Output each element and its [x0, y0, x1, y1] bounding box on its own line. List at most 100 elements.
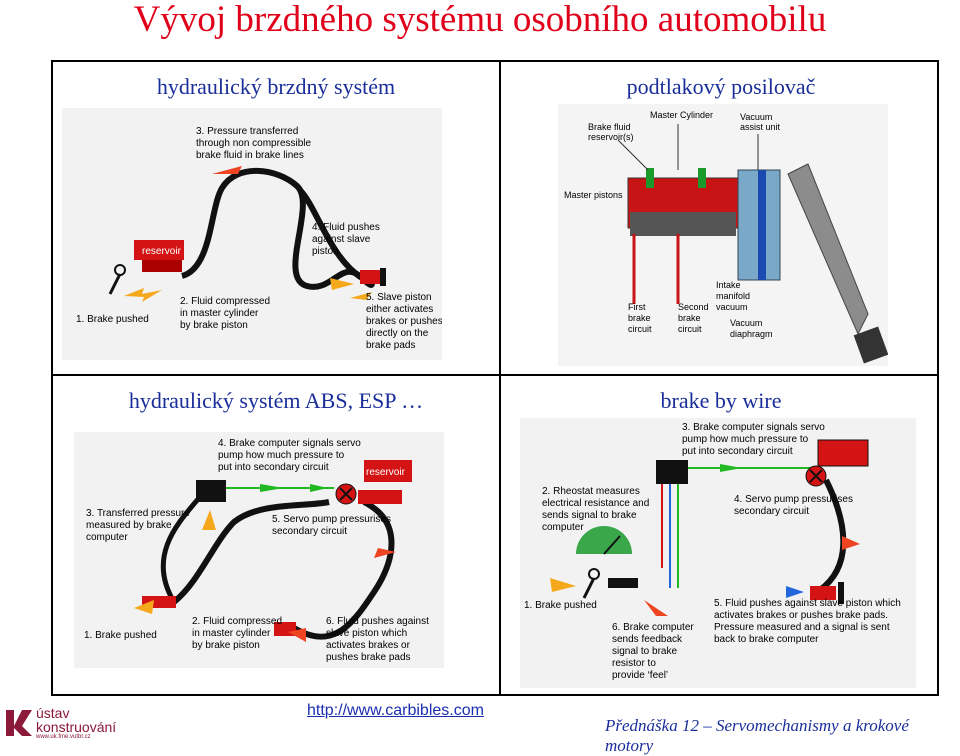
q1-slave-cylinder — [360, 270, 382, 284]
q3-servo-pump-cross — [339, 487, 353, 501]
q1-title: hydraulický brzdný systém — [156, 74, 396, 99]
institute-logo-icon — [6, 710, 32, 736]
q1-label-4c: piston — [312, 246, 339, 257]
q3-label-4c: put into secondary circuit — [218, 462, 329, 473]
q1-background — [62, 108, 442, 360]
logo-text-line1: ústav — [36, 705, 70, 721]
q4-brake-computer — [656, 460, 688, 484]
q3-label-5a: 5. Servo pump pressurises — [272, 514, 391, 525]
q3-label-3a: 3. Transferred pressure — [86, 508, 190, 519]
q4-brake-pad — [838, 582, 844, 604]
q1-label-1: 1. Brake pushed — [76, 314, 149, 325]
q4-arrow-signal — [720, 464, 742, 472]
q3-label-4a: 4. Brake computer signals servo — [218, 438, 361, 449]
q4-label-4b: secondary circuit — [734, 506, 809, 517]
q1-label-5b: either activates — [366, 304, 433, 315]
q4-label-6c: signal to brake — [612, 646, 677, 657]
q2-label-master: Master Cylinder — [650, 110, 713, 120]
q4-label-5b: activates brakes or pushes brake pads. — [714, 610, 888, 621]
q2-title: podtlakový posilovač — [626, 74, 816, 99]
q3-label-6a: 6. Fluid pushes against — [326, 616, 429, 627]
q4-reservoir — [817, 439, 869, 467]
page-title: Vývoj brzdného systému osobního automobi… — [133, 0, 827, 40]
q4-label-3b: pump how much pressure to — [682, 434, 809, 445]
q1-label-2b: in master cylinder — [180, 308, 259, 319]
q4-label-2a: 2. Rheostat measures — [542, 486, 640, 497]
q1-brake-pad — [380, 268, 386, 286]
q4-label-4a: 4. Servo pump pressurises — [734, 494, 853, 505]
logo-url: www.uk.fme.vutbr.cz — [36, 734, 91, 740]
q2-pedal-pad — [853, 326, 888, 364]
q4-label-5c: Pressure measured and a signal is sent — [714, 622, 890, 633]
q4-label-6d: resistor to — [612, 658, 656, 669]
q4-label-3c: put into secondary circuit — [682, 446, 793, 457]
q1-master-cylinder — [142, 260, 182, 272]
q2-diaphragm — [758, 170, 766, 280]
q2-label-reservoir-a: Brake fluid — [588, 122, 631, 132]
q2-label-first-c: circuit — [628, 324, 652, 334]
q4-arrow-push — [550, 578, 576, 592]
source-link[interactable]: http://www.carbibles.com — [307, 702, 484, 719]
q3-label-1: 1. Brake pushed — [84, 630, 157, 641]
q3-arrow-slave — [288, 628, 306, 642]
q2-reservoir-1 — [646, 168, 654, 188]
q3-arrow-signal-1 — [260, 484, 284, 492]
q1-label-3c: brake fluid in brake lines — [196, 150, 304, 161]
q4-slave-cylinder — [810, 586, 836, 600]
q1-arrow-push — [124, 288, 162, 302]
q3-diagram: reservoir 1. Brake pushed 2. Fluid compr… — [74, 432, 444, 668]
q4-arrow-fluid — [842, 536, 860, 550]
q2-label-intake-b: manifold — [716, 291, 750, 301]
q3-label-3b: measured by brake — [86, 520, 172, 531]
q3-label-3c: computer — [86, 532, 128, 543]
q3-label-5b: secondary circuit — [272, 526, 347, 537]
q1-diagram: reservoir 1. Brake pushed 2. Fluid compr… — [62, 108, 442, 360]
q4-label-2b: electrical resistance and — [542, 498, 649, 509]
q3-pump-body — [358, 490, 402, 504]
q4-diagram: 1. Brake pushed 2. Rheostat measures ele… — [520, 418, 916, 688]
q1-reservoir-label: reservoir — [142, 246, 182, 257]
q3-arrow-pump — [374, 548, 396, 558]
q1-reservoir — [134, 240, 184, 260]
q3-arrow-measure — [202, 510, 216, 530]
q4-label-6b: sends feedback — [612, 634, 683, 645]
course-footer: Přednáška 12 – Servomechanismy a krokové… — [605, 716, 909, 755]
q3-label-6d: pushes brake pads — [326, 652, 411, 663]
q1-label-5c: brakes or pushes — [366, 316, 442, 327]
q2-reservoir-2 — [698, 168, 706, 188]
q1-label-4a: 4. Fluid pushes — [312, 222, 380, 233]
q2-label-intake-a: Intake — [716, 280, 741, 290]
q1-label-5e: brake pads — [366, 340, 415, 351]
q1-label-4b: against slave — [312, 234, 371, 245]
q4-label-5d: back to brake computer — [714, 634, 819, 645]
q4-arrow-feedback — [644, 600, 668, 616]
q1-label-3a: 3. Pressure transferred — [196, 126, 298, 137]
q4-servo-pump-cross — [809, 469, 823, 483]
q3-label-6c: activates brakes or — [326, 640, 411, 651]
q3-label-2c: by brake piston — [192, 640, 260, 651]
q1-label-5a: 5. Slave piston — [366, 292, 432, 303]
q2-label-second-c: circuit — [678, 324, 702, 334]
q4-label-1: 1. Brake pushed — [524, 600, 597, 611]
q1-label-2a: 2. Fluid compressed — [180, 296, 270, 307]
grid-divider-vertical — [499, 62, 501, 694]
q2-label-first-b: brake — [628, 313, 651, 323]
diagram-grid: hydraulický brzdný systém podtlakový pos… — [51, 60, 939, 696]
q1-arrow-transfer — [212, 166, 242, 174]
q2-label-second-b: brake — [678, 313, 701, 323]
q4-label-2c: sends signal to brake — [542, 510, 637, 521]
q3-reservoir-label: reservoir — [366, 467, 406, 478]
q4-title: brake by wire — [660, 388, 782, 413]
q4-label-5a: 5. Fluid pushes against slave piston whi… — [714, 598, 901, 609]
q2-label-reservoir-b: reservoir(s) — [588, 132, 634, 142]
q1-pedal-arm — [108, 273, 122, 295]
q2-label-vacuum-b: assist unit — [740, 122, 781, 132]
q2-pointer-reservoir — [617, 139, 649, 171]
q3-title: hydraulický systém ABS, ESP … — [128, 388, 424, 413]
q4-arrow-return — [786, 586, 804, 598]
q1-brake-line-loop — [297, 187, 364, 281]
q3-arrow-signal-2 — [310, 484, 328, 492]
q3-label-4b: pump how much pressure to — [218, 450, 345, 461]
q3-label-6b: slave piston which — [326, 628, 407, 639]
q4-pedal-sensor — [608, 578, 638, 588]
